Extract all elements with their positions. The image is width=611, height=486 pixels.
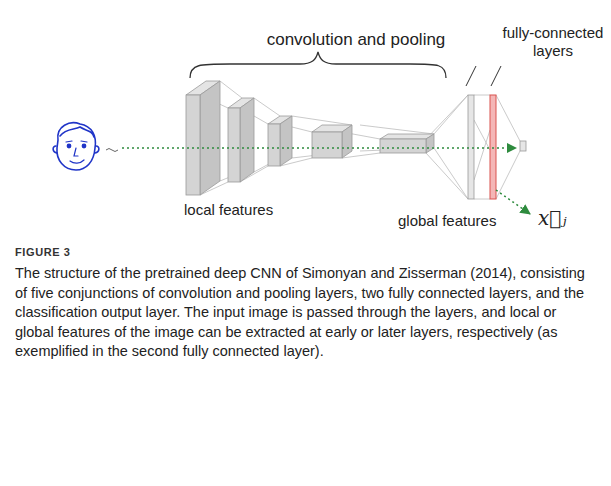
face-sketch bbox=[53, 123, 99, 170]
fc-layer bbox=[468, 95, 474, 199]
fc-layer-highlighted bbox=[490, 95, 496, 199]
tilde-mark bbox=[106, 149, 118, 152]
layer-connectors bbox=[200, 81, 520, 199]
fc-label: fully-connected layers bbox=[500, 24, 606, 60]
feature-vector-label: x⃗ⱼ bbox=[538, 206, 588, 230]
figure-number: FIGURE 3 bbox=[15, 246, 215, 259]
leader-lines bbox=[466, 66, 501, 86]
local-features-label: local features bbox=[184, 201, 334, 219]
caption-text: The structure of the pretrained deep CNN… bbox=[15, 264, 597, 362]
flow-arrow bbox=[122, 147, 516, 149]
brace bbox=[190, 52, 446, 78]
conv-layers bbox=[186, 81, 434, 195]
feature-arrow bbox=[496, 190, 530, 214]
output-layer bbox=[520, 141, 526, 151]
brace-label: convolution and pooling bbox=[226, 30, 486, 50]
global-features-label: global features bbox=[398, 212, 548, 230]
